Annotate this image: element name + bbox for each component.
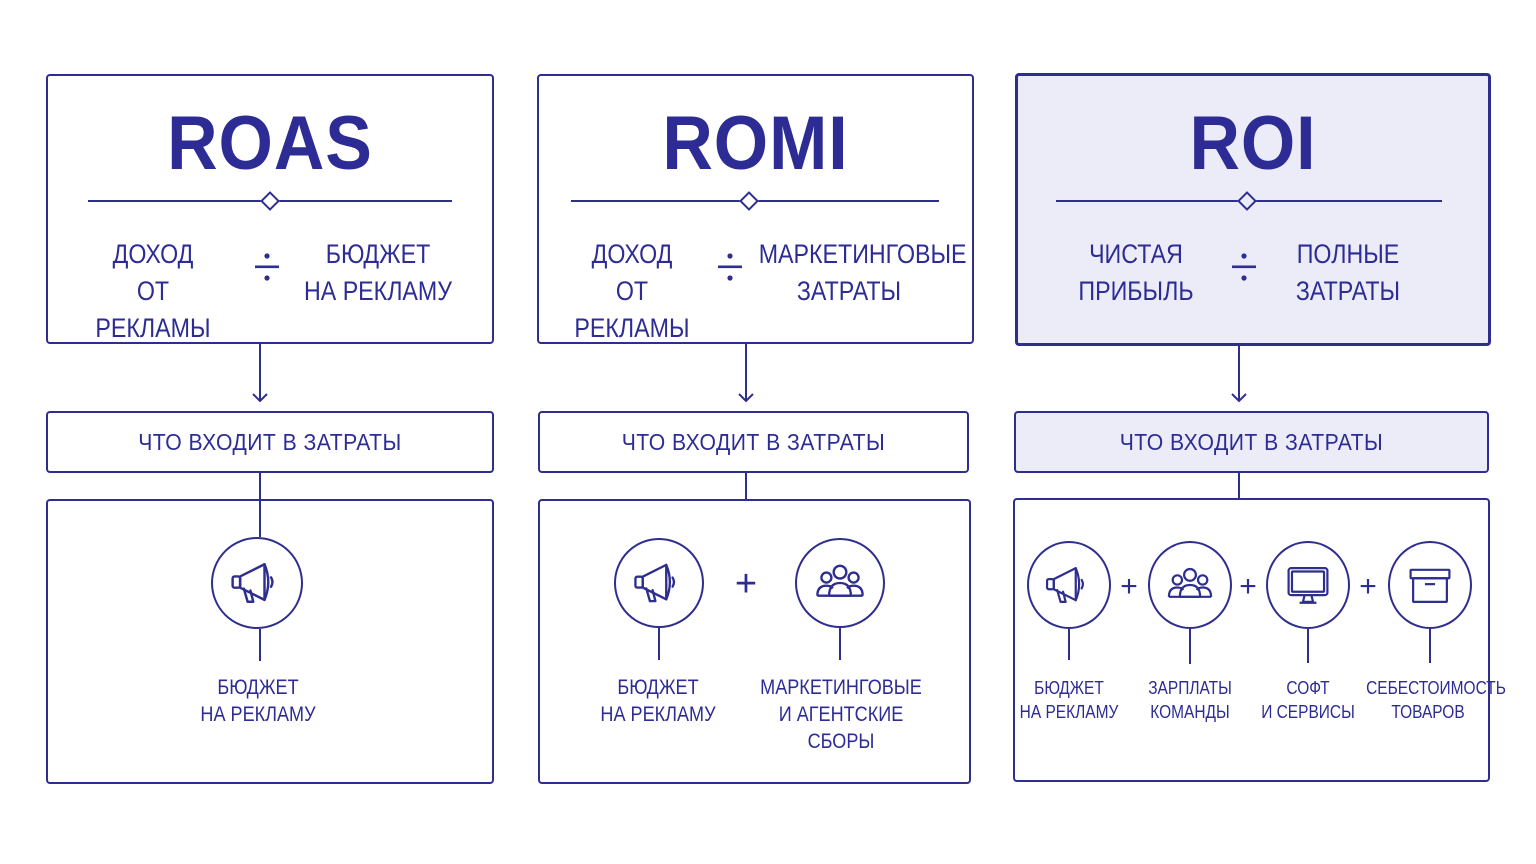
metric-title: ROMI [662, 101, 849, 186]
costs-header: ЧТО ВХОДИТ В ЗАТРАТЫ [46, 411, 494, 473]
megaphone-icon [614, 538, 704, 628]
stem-line [1429, 629, 1431, 663]
diamond-icon [260, 191, 280, 211]
plus-sign: + [1359, 570, 1377, 603]
stem-line [1307, 629, 1309, 663]
monitor-icon [1266, 541, 1350, 629]
arrow-down-icon [738, 393, 754, 403]
costs-header: ЧТО ВХОДИТ В ЗАТРАТЫ [1014, 411, 1489, 473]
connector-line [745, 473, 747, 499]
stem-line [1068, 629, 1070, 660]
cost-item-caption: СОФТ И СЕРВИСЫ [1261, 678, 1355, 722]
cost-item-caption: БЮДЖЕТ НА РЕКЛАМУ [600, 676, 716, 726]
formula-denominator: МАРКЕТИНГОВЫЕ ЗАТРАТЫ [758, 239, 967, 306]
divide-icon [254, 252, 280, 282]
diamond-icon [1237, 191, 1257, 211]
romi-formula-card: ROMI ДОХОД ОТ РЕКЛАМЫ МАРКЕТИНГОВЫЕ ЗАТР… [537, 74, 974, 344]
stem-line [658, 628, 660, 660]
costs-header-label: ЧТО ВХОДИТ В ЗАТРАТЫ [621, 428, 886, 455]
formula-numerator: ЧИСТАЯ ПРИБЫЛЬ [1078, 239, 1194, 306]
arrow-down-icon [1231, 393, 1247, 403]
cost-item-caption: БЮДЖЕТ НА РЕКЛАМУ [200, 676, 316, 726]
cost-item-caption: ЗАРПЛАТЫ КОМАНДЫ [1148, 678, 1232, 722]
costs-header-label: ЧТО ВХОДИТ В ЗАТРАТЫ [1119, 428, 1384, 455]
roi-formula-card: ROI ЧИСТАЯ ПРИБЫЛЬ ПОЛНЫЕ ЗАТРАТЫ [1015, 73, 1491, 346]
megaphone-icon [211, 537, 303, 629]
connector-line [259, 473, 261, 537]
cost-item-caption: СЕБЕСТОИМОСТЬ ТОВАРОВ [1366, 678, 1506, 722]
costs-header: ЧТО ВХОДИТ В ЗАТРАТЫ [538, 411, 969, 473]
costs-header-label: ЧТО ВХОДИТ В ЗАТРАТЫ [138, 428, 402, 455]
diamond-icon [739, 191, 759, 211]
connector-line [745, 344, 747, 400]
cost-item-caption: БЮДЖЕТ НА РЕКЛАМУ [1019, 678, 1119, 722]
megaphone-icon [1027, 541, 1111, 629]
costs-panel [538, 499, 971, 784]
plus-sign: + [1239, 570, 1257, 603]
cost-item-caption: МАРКЕТИНГОВЫЕ И АГЕНТСКИЕ СБОРЫ [760, 676, 922, 753]
roas-formula-card: ROAS ДОХОД ОТ РЕКЛАМЫ БЮДЖЕТ НА РЕКЛАМУ [46, 74, 494, 344]
connector-line [1238, 346, 1240, 400]
metric-title: ROAS [167, 101, 373, 186]
stem-line [839, 628, 841, 660]
connector-line [259, 344, 261, 400]
costs-panel [1013, 498, 1490, 782]
stem-line [1189, 629, 1191, 664]
team-icon [1148, 541, 1232, 629]
formula-denominator: БЮДЖЕТ НА РЕКЛАМУ [303, 239, 453, 306]
divide-icon [1231, 252, 1257, 282]
metric-title: ROI [1189, 101, 1317, 186]
divide-icon [717, 252, 743, 282]
arrow-down-icon [252, 393, 268, 403]
formula-denominator: ПОЛНЫЕ ЗАТРАТЫ [1295, 239, 1401, 306]
formula-numerator: ДОХОД ОТ РЕКЛАМЫ [574, 239, 690, 343]
box-icon [1388, 541, 1472, 629]
plus-sign: + [734, 563, 758, 605]
formula-numerator: ДОХОД ОТ РЕКЛАМЫ [95, 239, 211, 343]
team-icon [795, 538, 885, 628]
connector-line [1238, 473, 1240, 498]
plus-sign: + [1120, 570, 1138, 603]
stem-line [259, 629, 261, 661]
